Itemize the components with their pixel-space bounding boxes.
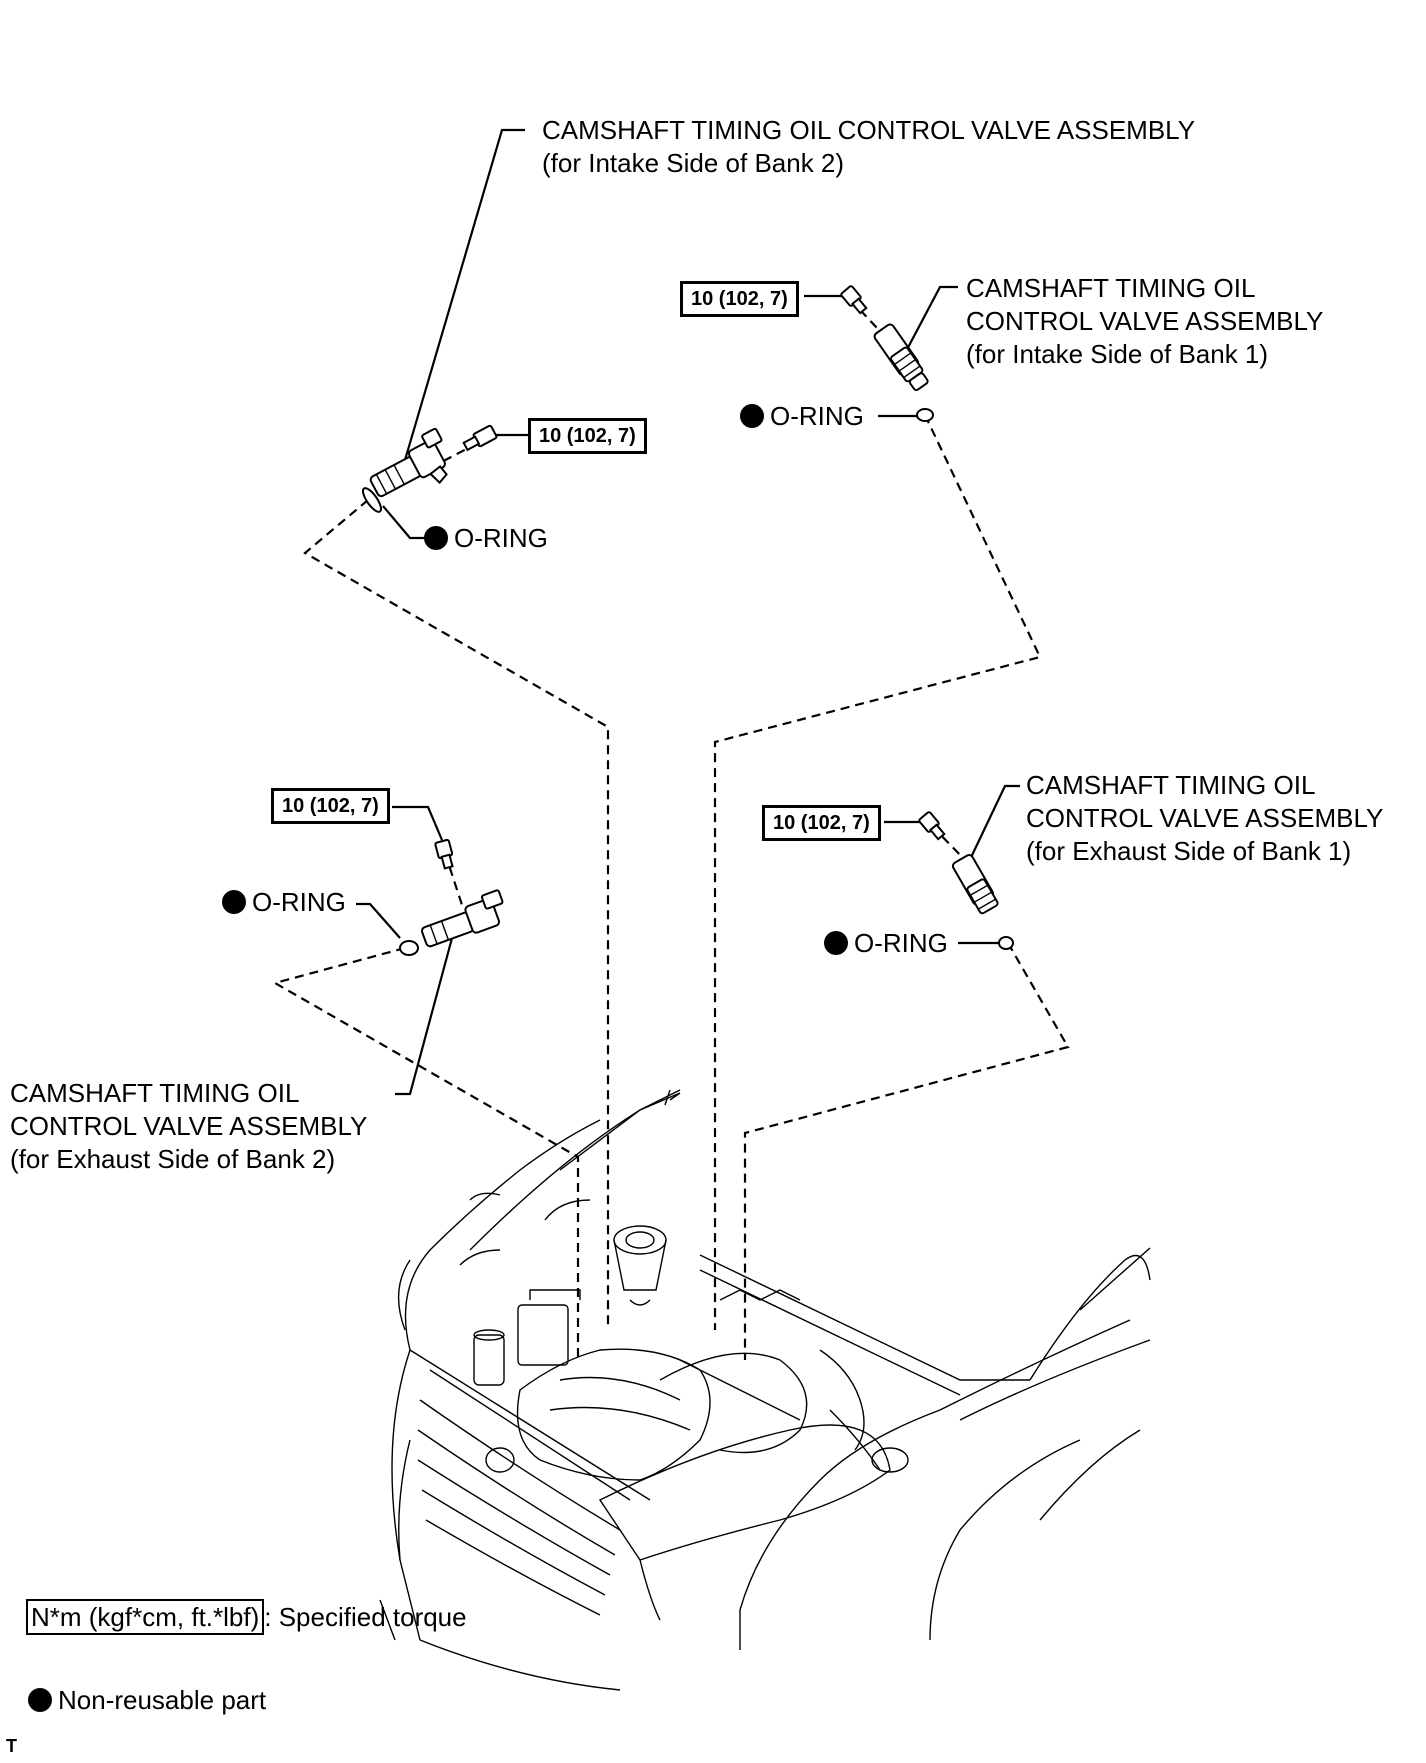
bolt-exhaust-bank1	[918, 811, 946, 841]
label-ocv-exhaust-bank1: CAMSHAFT TIMING OIL CONTROL VALVE ASSEMB…	[1026, 769, 1383, 868]
legend-non-reusable: Non-reusable part	[28, 1685, 266, 1716]
label-line: (for Exhaust Side of Bank 1)	[1026, 836, 1352, 866]
oring-exhaust-bank2	[399, 940, 419, 956]
leader-oring-exhaust-bank2	[356, 902, 401, 939]
ocv-intake-bank1	[873, 323, 929, 391]
oring-label-exhaust-bank2: O-RING	[222, 887, 346, 917]
non-reusable-dot-icon	[28, 1688, 52, 1712]
oring-label-intake-bank1: O-RING	[740, 401, 864, 431]
label-line: CONTROL VALVE ASSEMBLY	[10, 1111, 368, 1141]
label-line: CAMSHAFT TIMING OIL	[966, 273, 1256, 303]
torque-spec-exhaust-bank1: 10 (102, 7)	[762, 805, 881, 841]
oring-text: O-RING	[770, 401, 864, 431]
oring-intake-bank2	[361, 487, 383, 513]
label-line: CAMSHAFT TIMING OIL	[10, 1078, 300, 1108]
bolt-intake-bank1	[840, 285, 868, 315]
oring-label-intake-bank2: O-RING	[424, 523, 548, 553]
label-line: CAMSHAFT TIMING OIL	[1026, 770, 1316, 800]
ocv-exhaust-bank1	[951, 854, 999, 915]
label-line: (for Exhaust Side of Bank 2)	[10, 1144, 336, 1174]
legend-torque-desc: : Specified torque	[264, 1602, 467, 1632]
legend-torque-unit: N*m (kgf*cm, ft.*lbf)	[26, 1599, 265, 1635]
vehicle-engine-bay-drawing	[379, 1089, 1151, 1691]
legend-torque: N*m (kgf*cm, ft.*lbf): Specified torque	[26, 1599, 467, 1635]
torque-spec-exhaust-bank2: 10 (102, 7)	[271, 788, 390, 824]
bolt-axis-exhaust-bank2	[443, 852, 464, 906]
label-line: (for Intake Side of Bank 1)	[966, 339, 1269, 369]
label-ocv-intake-bank1: CAMSHAFT TIMING OIL CONTROL VALVE ASSEMB…	[966, 272, 1323, 371]
ocv-exhaust-bank2	[420, 889, 504, 948]
leader-oring-intake-bank2	[382, 505, 425, 540]
oring-exhaust-bank1	[998, 936, 1014, 950]
oring-text: O-RING	[454, 523, 548, 553]
legend-non-reusable-text: Non-reusable part	[58, 1685, 267, 1715]
locator-line-exhaust-bank2	[272, 946, 580, 1360]
label-line: (for Intake Side of Bank 2)	[542, 148, 845, 178]
bolt-exhaust-bank2	[434, 838, 454, 870]
non-reusable-dot-icon	[740, 404, 764, 428]
label-ocv-exhaust-bank2: CAMSHAFT TIMING OIL CONTROL VALVE ASSEMB…	[10, 1077, 367, 1176]
leader-torque-exhaust-bank2	[392, 805, 444, 841]
label-line: CAMSHAFT TIMING OIL CONTROL VALVE ASSEMB…	[542, 115, 1196, 145]
corner-code: T	[6, 1736, 17, 1756]
non-reusable-dot-icon	[424, 526, 448, 550]
oring-intake-bank1	[916, 408, 934, 422]
oring-text: O-RING	[854, 928, 948, 958]
non-reusable-dot-icon	[222, 890, 246, 914]
leader-exhaust-bank2	[395, 926, 457, 1096]
leader-intake-bank2	[403, 128, 525, 461]
leader-intake-bank1	[902, 285, 958, 358]
label-line: CONTROL VALVE ASSEMBLY	[1026, 803, 1384, 833]
torque-spec-intake-bank2: 10 (102, 7)	[528, 418, 647, 454]
oring-text: O-RING	[252, 887, 346, 917]
label-ocv-intake-bank2: CAMSHAFT TIMING OIL CONTROL VALVE ASSEMB…	[542, 114, 1195, 180]
ocv-intake-bank2	[369, 427, 448, 498]
non-reusable-dot-icon	[824, 931, 848, 955]
label-line: CONTROL VALVE ASSEMBLY	[966, 306, 1324, 336]
locator-line-intake-bank2	[303, 499, 610, 1325]
oring-label-exhaust-bank1: O-RING	[824, 928, 948, 958]
locator-line-exhaust-bank1	[743, 942, 1070, 1360]
leader-exhaust-bank1	[964, 784, 1020, 871]
locator-line-intake-bank1	[713, 414, 1042, 1330]
torque-spec-intake-bank1: 10 (102, 7)	[680, 281, 799, 317]
bolt-intake-bank2	[462, 424, 498, 452]
